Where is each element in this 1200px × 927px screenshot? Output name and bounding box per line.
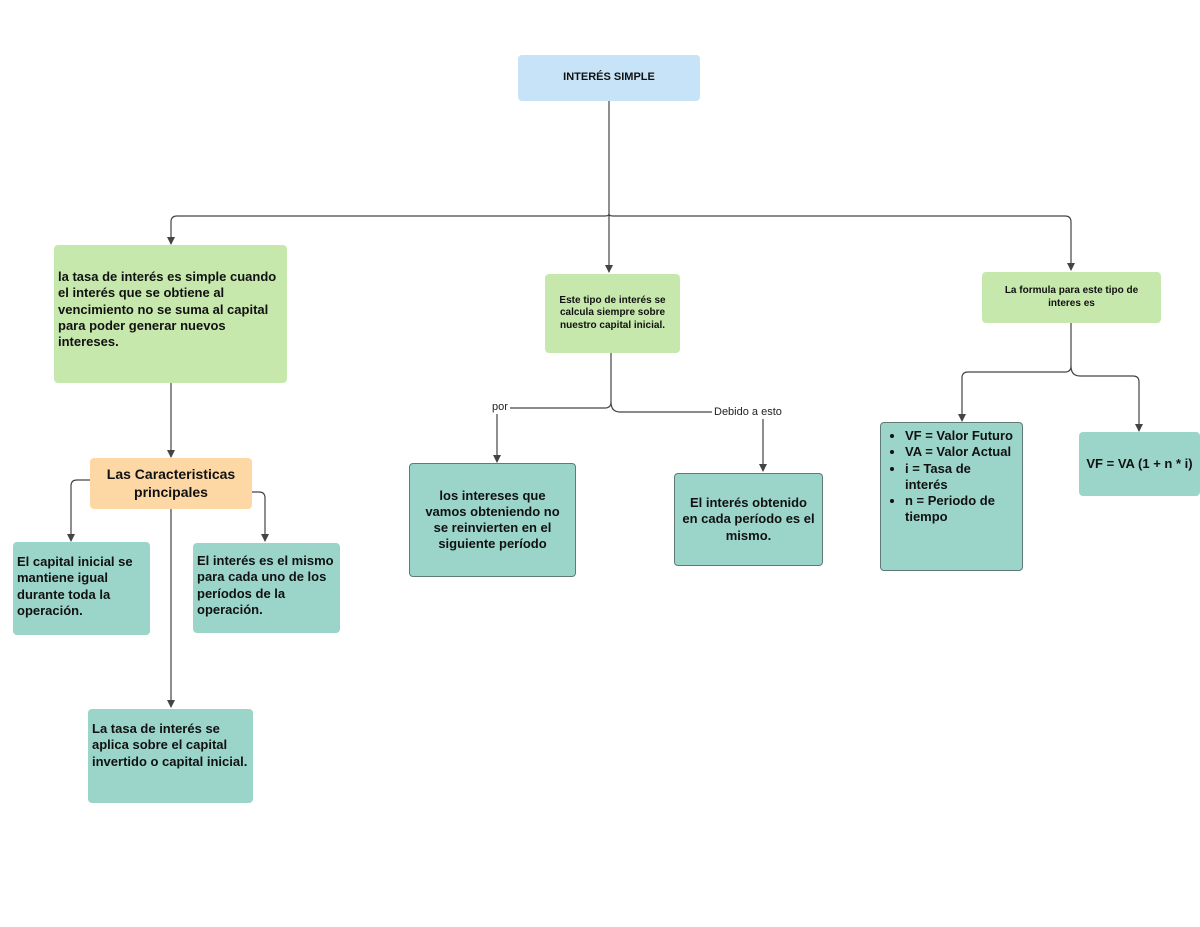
edge-char-capital (67, 479, 90, 542)
same-each-period-text: El interés obtenido en cada período es e… (682, 495, 815, 543)
root-node[interactable]: INTERÉS SIMPLE (518, 55, 700, 101)
char-capital-node[interactable]: El capital inicial se mantiene igual dur… (13, 542, 150, 635)
variable-item: VF = Valor Futuro (905, 428, 1016, 444)
variable-item: i = Tasa de interés (905, 461, 1016, 494)
edge-root-formula (608, 213, 1075, 271)
calculation-node[interactable]: Este tipo de interés se calcula siempre … (545, 274, 680, 353)
edge-char-interest (251, 491, 269, 542)
edge-root-definition (167, 213, 610, 245)
characteristics-node[interactable]: Las Caracteristicas principales (90, 458, 252, 509)
edge-formula-vars (958, 322, 1072, 422)
char-rate-text: La tasa de interés se aplica sobre el ca… (92, 721, 248, 769)
characteristics-text: Las Caracteristicas principales (106, 466, 236, 500)
edge-label-debido: Debido a esto (712, 405, 784, 419)
not-reinvested-text: los intereses que vamos obteniendo no se… (425, 487, 560, 552)
variables-node[interactable]: VF = Valor Futuro VA = Valor Actual i = … (880, 422, 1023, 571)
same-each-period-node[interactable]: El interés obtenido en cada período es e… (674, 473, 823, 566)
formula-text: VF = VA (1 + n * i) (1086, 455, 1193, 471)
formula-intro-text: La formula para este tipo de interes es (1004, 285, 1139, 309)
edge-formula-equation (1070, 365, 1143, 432)
calculation-text: Este tipo de interés se calcula siempre … (559, 294, 666, 331)
edge-label-por: por (490, 400, 510, 414)
variables-list: VF = Valor Futuro VA = Valor Actual i = … (881, 428, 1016, 526)
not-reinvested-node[interactable]: los intereses que vamos obteniendo no se… (409, 463, 576, 577)
root-label: INTERÉS SIMPLE (563, 71, 655, 84)
char-capital-text: El capital inicial se mantiene igual dur… (17, 554, 133, 618)
variable-item: n = Periodo de tiempo (905, 493, 1016, 526)
char-rate-node[interactable]: La tasa de interés se aplica sobre el ca… (88, 709, 253, 803)
definition-node[interactable]: la tasa de interés es simple cuando el i… (54, 245, 287, 383)
variable-item: VA = Valor Actual (905, 444, 1016, 460)
formula-node[interactable]: VF = VA (1 + n * i) (1079, 432, 1200, 496)
definition-text: la tasa de interés es simple cuando el i… (58, 269, 277, 349)
edge-calc-por (493, 352, 612, 463)
formula-intro-node[interactable]: La formula para este tipo de interes es (982, 272, 1161, 323)
char-interest-node[interactable]: El interés es el mismo para cada uno de … (193, 543, 340, 633)
char-interest-text: El interés es el mismo para cada uno de … (197, 553, 334, 617)
